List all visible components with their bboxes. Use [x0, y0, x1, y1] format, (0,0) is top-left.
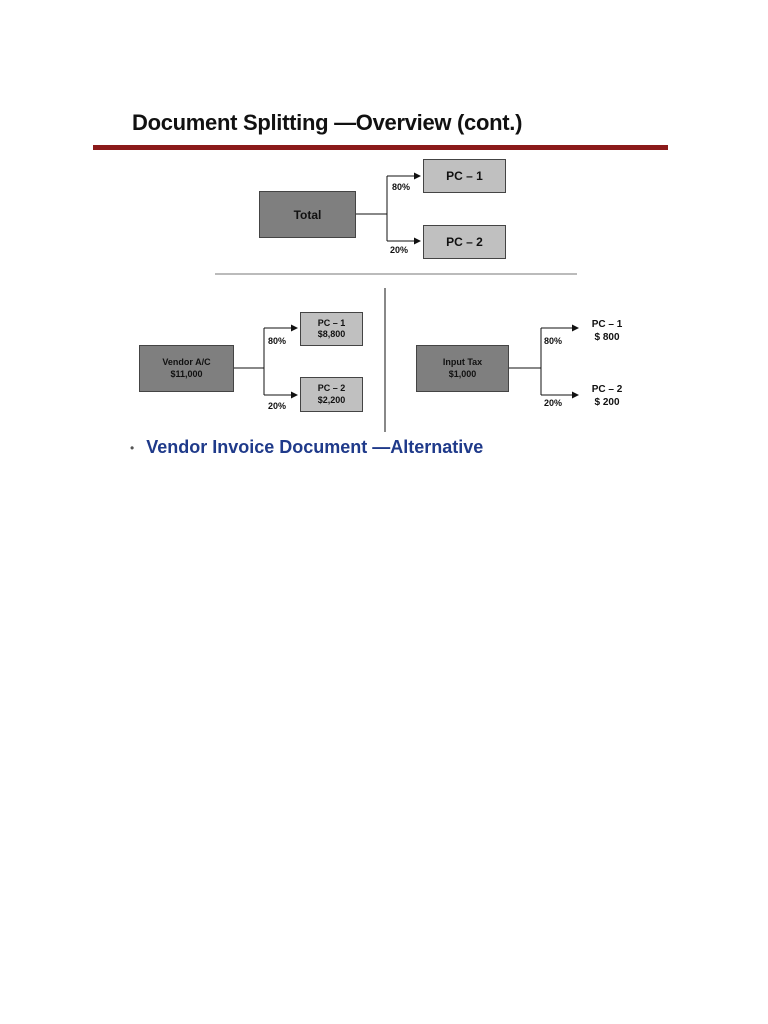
left-pc1-amount: $8,800 — [317, 329, 346, 339]
bullet-item: • Vendor Invoice Document —Alternative — [130, 437, 483, 458]
left-pc1-label: PC – 1 — [317, 317, 346, 328]
top-percent-20: 20% — [390, 245, 409, 255]
top-pc1-box: PC – 1 — [423, 159, 506, 193]
input-tax-box: Input Tax $1,000 — [416, 345, 509, 392]
page-title: Document Splitting —Overview (cont.) — [132, 110, 523, 135]
left-pc2-box: PC – 2 $2,200 — [300, 377, 363, 412]
left-pc2-label: PC – 2 — [317, 383, 346, 394]
right-pc2-label: PC – 2 — [591, 384, 623, 395]
left-pc1-box: PC – 1 $8,800 — [300, 312, 363, 346]
bullet-text: Vendor Invoice Document —Alternative — [146, 437, 484, 457]
left-percent-80: 80% — [268, 336, 287, 346]
total-box: Total — [259, 191, 356, 238]
input-tax-amount: $1,000 — [448, 368, 477, 379]
right-pc2-text: PC – 2 $ 200 — [586, 384, 628, 409]
vendor-ac-name: Vendor A/C — [162, 357, 211, 368]
right-connectors — [509, 324, 579, 399]
right-percent-80: 80% — [544, 336, 563, 346]
right-pc2-amount: $ 200 — [594, 396, 620, 408]
right-pc1-text: PC – 1 $ 800 — [586, 319, 628, 344]
top-pc2-label: PC – 2 — [446, 235, 483, 249]
top-pc1-label: PC – 1 — [446, 169, 483, 183]
vendor-ac-box: Vendor A/C $11,000 — [139, 345, 234, 392]
top-percent-80: 80% — [392, 182, 411, 192]
right-pc1-label: PC – 1 — [591, 319, 623, 330]
total-label: Total — [293, 207, 322, 222]
right-pc1-amount: $ 800 — [594, 331, 620, 343]
vendor-ac-amount: $11,000 — [170, 368, 203, 379]
left-connectors — [234, 324, 298, 399]
top-connectors — [356, 172, 421, 245]
title-rule — [93, 145, 668, 150]
input-tax-name: Input Tax — [442, 357, 483, 368]
left-percent-20: 20% — [268, 401, 287, 411]
left-pc2-amount: $2,200 — [317, 394, 346, 405]
top-pc2-box: PC – 2 — [423, 225, 506, 259]
bullet-marker: • — [130, 440, 135, 455]
right-percent-20: 20% — [544, 398, 563, 408]
